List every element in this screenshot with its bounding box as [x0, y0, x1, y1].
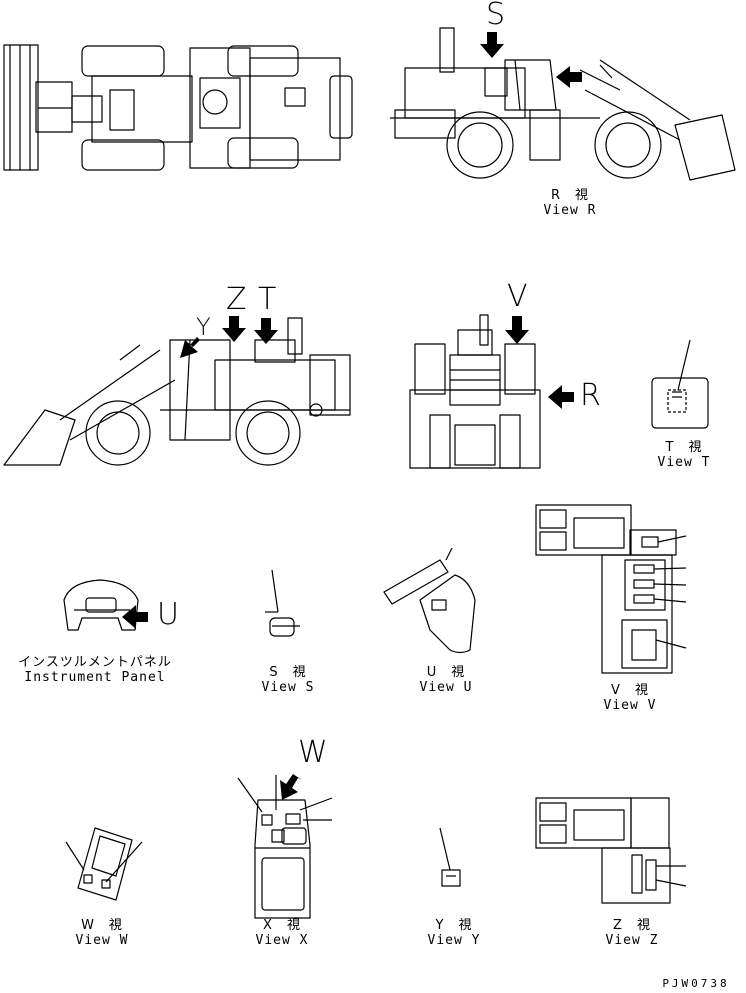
front-view-drawing — [409, 314, 541, 469]
view-y-drawing — [439, 827, 461, 887]
drawing-number: PJW0738 — [662, 977, 730, 990]
view-r-drawing — [390, 27, 736, 181]
letter-s: S — [486, 0, 506, 32]
view-t-en: View T — [657, 455, 711, 470]
view-u-drawing — [383, 547, 476, 654]
view-u-label: U 視 View U — [406, 665, 486, 695]
view-r-en: View R — [543, 203, 597, 218]
view-t-label: T 視 View T — [644, 440, 724, 470]
arrow-w-icon — [280, 774, 302, 800]
view-y-jp: Y 視 — [435, 918, 473, 933]
view-s-label: S 視 View S — [248, 665, 328, 695]
view-w-en: View W — [75, 933, 129, 948]
view-y-label: Y 視 View Y — [414, 918, 494, 948]
view-x-drawing — [237, 775, 333, 919]
view-s-en: View S — [261, 680, 315, 695]
arrow-y-icon — [180, 337, 200, 358]
letter-y: Y — [196, 313, 211, 341]
view-z-label: Z 視 View Z — [592, 918, 672, 948]
letter-t: T — [258, 282, 277, 317]
view-w-label: W 視 View W — [62, 918, 142, 948]
view-u-jp: U 視 — [426, 665, 466, 680]
arrow-r-target-icon — [556, 66, 582, 88]
instrument-panel-jp: インスツルメントパネル — [18, 655, 172, 670]
view-s-drawing — [265, 569, 300, 637]
view-x-en: View X — [255, 933, 309, 948]
loader-side-drawing — [3, 317, 351, 466]
view-z-drawing — [535, 797, 687, 904]
view-y-en: View Y — [427, 933, 481, 948]
view-v-label: V 視 View V — [590, 683, 670, 713]
view-v-en: View V — [603, 698, 657, 713]
view-x-label: X 視 View X — [242, 918, 322, 948]
letter-w: W — [298, 735, 328, 770]
view-v-jp: V 視 — [611, 683, 649, 698]
arrow-u-icon — [122, 605, 148, 629]
instrument-panel-en: Instrument Panel — [24, 670, 166, 685]
instrument-panel-drawing — [63, 579, 139, 631]
view-x-jp: X 視 — [263, 918, 301, 933]
view-w-jp: W 視 — [81, 918, 123, 933]
view-w-drawing — [65, 827, 143, 901]
arrow-v-icon — [505, 316, 529, 344]
arrow-t-icon — [254, 318, 278, 344]
view-t-jp: T 視 — [665, 440, 703, 455]
view-u-en: View U — [419, 680, 473, 695]
letter-r: R — [580, 378, 601, 413]
instrument-panel-label: インスツルメントパネル Instrument Panel — [10, 655, 180, 685]
view-z-en: View Z — [605, 933, 659, 948]
letter-v: V — [507, 279, 528, 314]
top-view-drawing — [3, 44, 353, 171]
view-t-drawing — [651, 339, 709, 429]
arrow-z-icon — [222, 316, 246, 342]
letter-u: U — [157, 597, 179, 632]
view-v-drawing — [535, 504, 687, 674]
arrow-s-icon — [480, 32, 504, 58]
view-z-jp: Z 視 — [613, 918, 651, 933]
view-r-label: R 視 View R — [530, 188, 610, 218]
view-s-jp: S 視 — [269, 665, 307, 680]
view-r-jp: R 視 — [550, 188, 590, 203]
arrow-r-icon — [548, 385, 574, 409]
letter-z: Z — [226, 282, 247, 317]
